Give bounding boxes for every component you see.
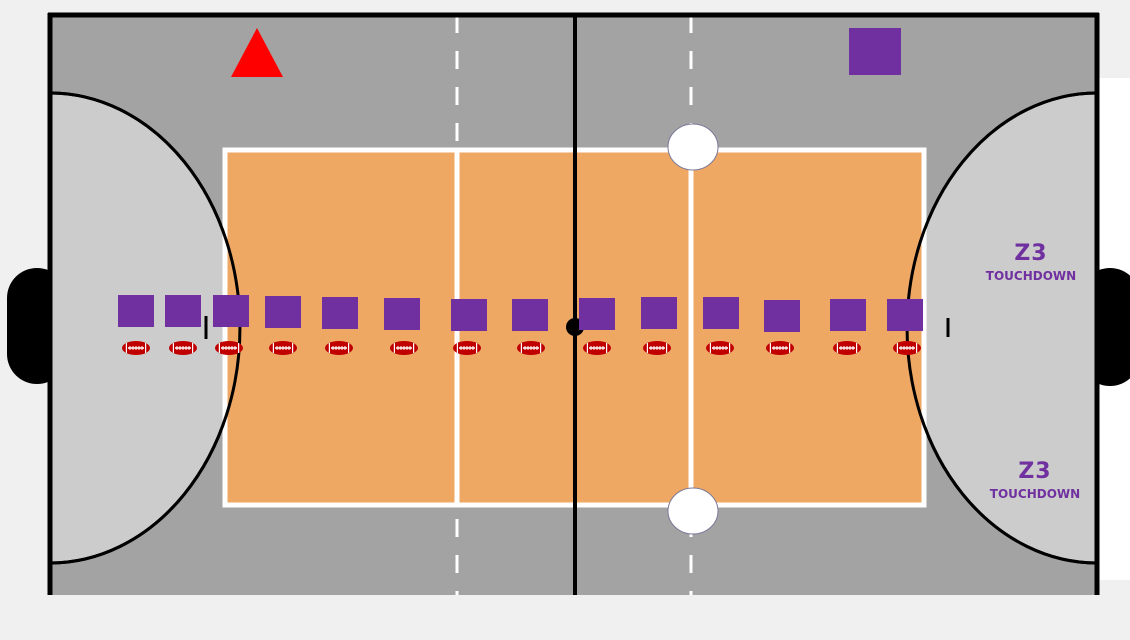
football-icon [833, 341, 861, 355]
player-square [322, 297, 358, 329]
football-icon [122, 341, 150, 355]
zone-label-top: Z3 TOUCHDOWN [971, 241, 1091, 284]
football-icon [390, 341, 418, 355]
player-square [384, 298, 420, 330]
player-square [213, 295, 249, 327]
football-icon [893, 341, 921, 355]
football-icon [325, 341, 353, 355]
player-square [830, 299, 866, 331]
player-square [641, 297, 677, 329]
football-icon [517, 341, 545, 355]
team-marker-square [849, 28, 901, 75]
player-square [512, 299, 548, 331]
football-icon [766, 341, 794, 355]
player-square [887, 299, 923, 331]
football-row [122, 341, 921, 355]
zone-label-bottom-title: Z3 [1018, 459, 1052, 484]
zone-label-top-title: Z3 [1014, 241, 1048, 266]
player-square [579, 298, 615, 330]
player-square [265, 296, 301, 328]
football-icon [453, 341, 481, 355]
football-icon [169, 341, 197, 355]
player-row [118, 295, 923, 332]
zone-label-bottom: Z3 TOUCHDOWN [975, 459, 1095, 502]
red-cone-icon [231, 28, 283, 77]
football-icon [706, 341, 734, 355]
football-icon [643, 341, 671, 355]
player-square [703, 297, 739, 329]
player-square [118, 295, 154, 327]
left-arc-over-court [50, 91, 242, 565]
football-icon [215, 341, 243, 355]
top-post-icon [667, 123, 719, 171]
football-icon [583, 341, 611, 355]
player-square [165, 295, 201, 327]
bottom-post-icon [667, 487, 719, 535]
zone-label-bottom-sub: TOUCHDOWN [989, 487, 1081, 502]
player-square [764, 300, 800, 332]
zone-label-top-sub: TOUCHDOWN [985, 269, 1077, 284]
player-square [451, 299, 487, 331]
football-icon [269, 341, 297, 355]
